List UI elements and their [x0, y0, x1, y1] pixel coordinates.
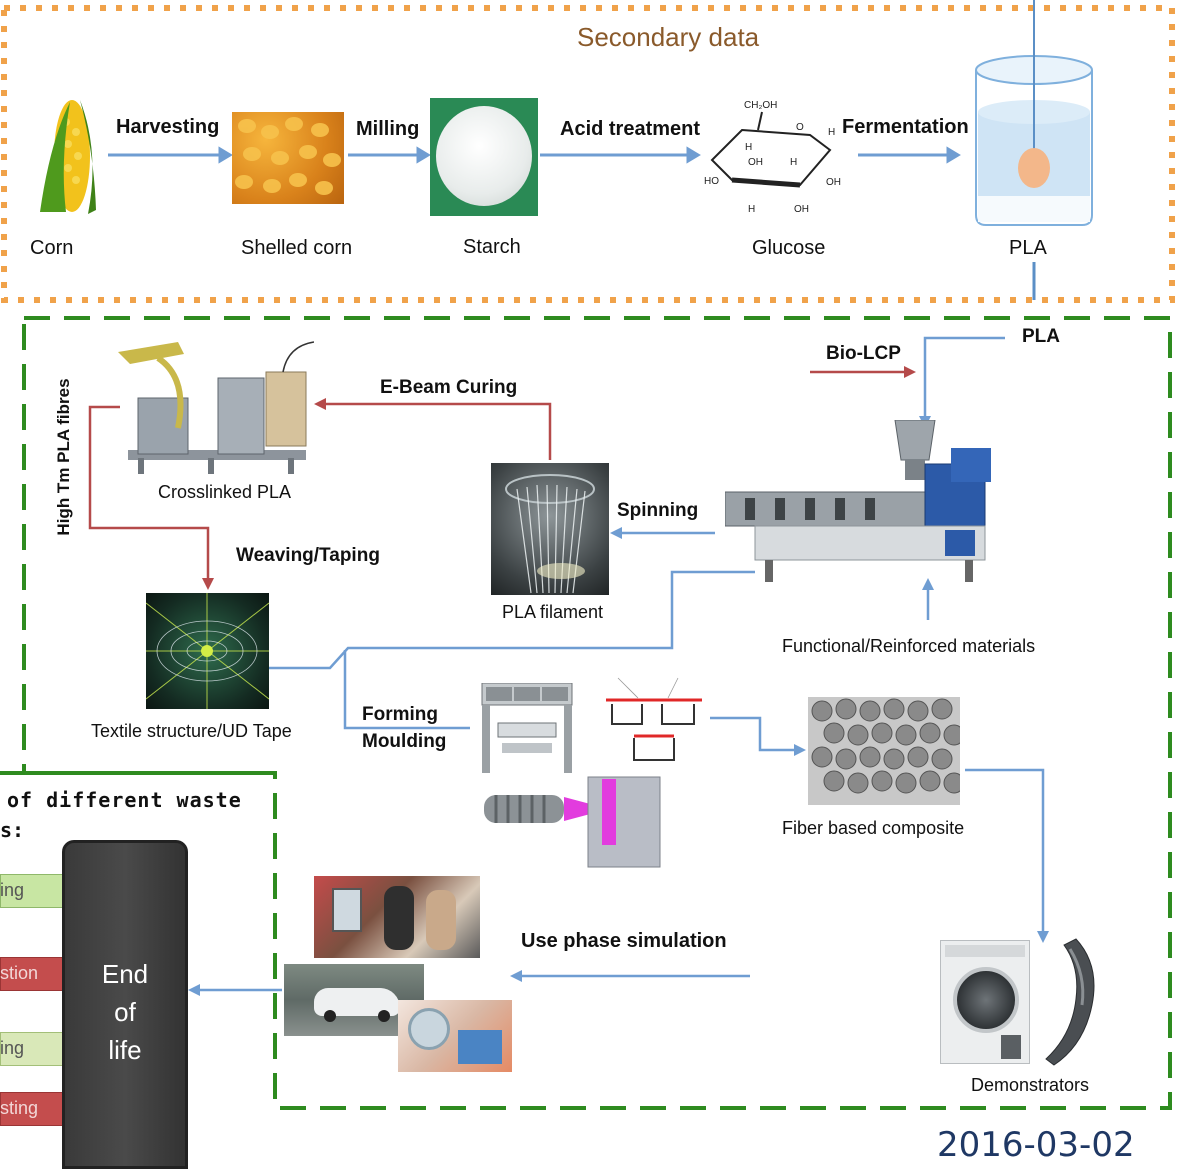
label-bio-lcp: Bio-LCP	[826, 343, 901, 364]
label-textile-structure: Textile structure/UD Tape	[91, 721, 292, 741]
arrow-to-composite	[710, 716, 798, 752]
step-fermentation: Fermentation	[842, 116, 969, 138]
secondary-data-title: Secondary data	[577, 22, 760, 52]
label-crosslinked-pla: Crosslinked PLA	[158, 482, 292, 502]
label-pla-input: PLA	[1022, 326, 1060, 347]
line-forming	[343, 650, 470, 730]
label-weaving-taping: Weaving/Taping	[236, 545, 380, 566]
eol-heading-line2: s:	[0, 818, 25, 842]
label-glucose: Glucose	[752, 237, 826, 259]
car-part-image	[1040, 935, 1110, 1070]
label-shelled-corn: Shelled corn	[241, 237, 353, 259]
label-high-tm-fibres: High Tm PLA fibres	[54, 378, 73, 536]
step-milling: Milling	[356, 118, 420, 140]
eol-heading-line1: of different waste	[7, 788, 242, 812]
eol-option-2-label: stion	[0, 963, 39, 983]
eol-option-1	[0, 874, 68, 908]
shelled-corn-image	[232, 112, 344, 204]
label-moulding: Moulding	[362, 731, 447, 752]
svg-text:H: H	[828, 127, 835, 138]
end-of-life-box: End of life	[62, 840, 188, 1169]
pla-beaker	[975, 0, 1093, 226]
svg-text:O: O	[796, 122, 804, 133]
forming-press-image	[478, 682, 576, 773]
corn-image	[30, 92, 100, 220]
step-acid-treatment: Acid treatment	[560, 118, 701, 140]
label-fiber-composite: Fiber based composite	[782, 818, 965, 838]
secondary-data-frame	[1, 5, 1175, 303]
step-harvesting: Harvesting	[116, 116, 220, 138]
mould-schematic-image	[598, 668, 708, 772]
eol-option-3	[0, 1032, 68, 1066]
svg-text:OH: OH	[794, 204, 809, 215]
use-phase-photo-shop	[314, 876, 480, 958]
pla-filament-image	[491, 463, 609, 595]
fiber-composite-image	[808, 697, 960, 805]
crosslinked-machine-image	[118, 338, 315, 478]
svg-text:H: H	[790, 157, 797, 168]
eol-option-1-label: ing	[0, 880, 25, 900]
glucose-structure	[710, 111, 832, 188]
end-of-life-line2: of	[114, 997, 136, 1027]
eol-option-3-label: ing	[0, 1038, 25, 1058]
svg-text:HO: HO	[704, 176, 719, 187]
line-extruder-to-textile	[268, 570, 755, 670]
extruder-machine-image	[724, 419, 1010, 588]
label-use-phase-simulation: Use phase simulation	[521, 930, 727, 952]
label-starch: Starch	[463, 236, 521, 258]
line-high-tm	[88, 405, 210, 582]
textile-structure-image	[146, 593, 269, 709]
svg-text:H: H	[745, 142, 752, 153]
label-ebeam-curing: E-Beam Curing	[380, 377, 518, 398]
label-pla-top: PLA	[1009, 237, 1047, 259]
label-spinning: Spinning	[617, 500, 699, 521]
eol-option-4-label: sting	[0, 1098, 39, 1118]
svg-text:OH: OH	[748, 157, 763, 168]
label-forming: Forming	[362, 704, 438, 725]
svg-text:OH: OH	[826, 177, 841, 188]
eol-option-4	[0, 1092, 68, 1126]
label-pla-filament: PLA filament	[502, 602, 604, 622]
label-demonstrators: Demonstrators	[971, 1075, 1090, 1095]
starch-image	[430, 98, 538, 216]
svg-text:H: H	[748, 204, 755, 215]
use-phase-photo-laundry	[398, 1000, 512, 1072]
svg-text:CH₂OH: CH₂OH	[744, 100, 777, 111]
end-of-life-line1: End	[101, 959, 149, 989]
injection-mould-image	[484, 775, 664, 870]
dryer-image	[940, 940, 1030, 1064]
footer-date: 2016-03-02	[937, 1125, 1135, 1165]
end-of-life-line3: life	[108, 1035, 142, 1065]
arrow-to-demonstrators	[965, 768, 1045, 935]
arrow-ebeam	[322, 402, 552, 460]
label-corn: Corn	[30, 237, 74, 259]
pla-input-line	[923, 336, 1005, 420]
label-functional-materials: Functional/Reinforced materials	[782, 636, 1036, 656]
